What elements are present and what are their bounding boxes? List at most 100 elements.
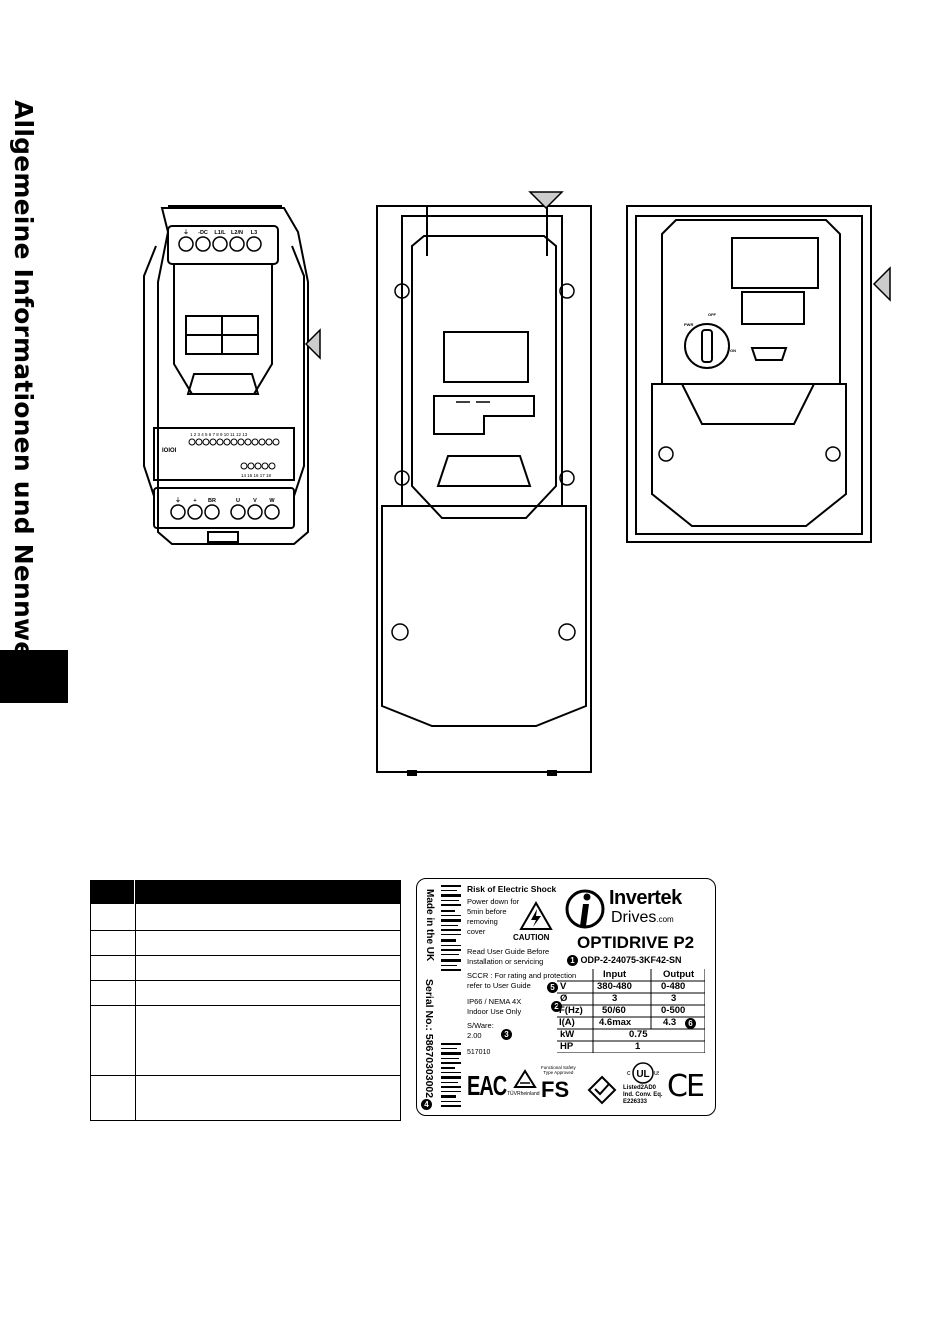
- fs-note-line: Type Approved: [543, 1070, 574, 1075]
- ul-line: Listed2AD0: [623, 1085, 657, 1091]
- legend-table-header: [90, 880, 401, 904]
- selector-on-label: ON: [730, 348, 736, 353]
- warning-title: Risk of Electric Shock: [467, 884, 557, 894]
- table-row: [90, 904, 401, 931]
- ul-text: Listed2AD0 Ind. Conv. Eq. E226333: [623, 1085, 663, 1106]
- control-terminal-numbers: 1 2 3 4 5 6 7 8 9 10 11 12 13: [190, 432, 248, 437]
- rating-row-label: I(A): [559, 1017, 575, 1028]
- rating-row-label: kW: [560, 1029, 575, 1040]
- drive-ip20-illustration: IOIOI 1 2 3 4 5 6 7 8 9 10 11 12 13 14 1…: [143, 205, 321, 545]
- chapter-tab-marker: [0, 650, 68, 703]
- marker-2: 2: [551, 1001, 562, 1012]
- rating-cell: 0-480: [661, 981, 686, 992]
- table-row: [90, 1075, 401, 1121]
- read-guide-text: Read User Guide Before Installation or s…: [467, 947, 549, 967]
- rating-label: Made in the UK Serial No.: 58670303002 4…: [416, 878, 716, 1116]
- rating-cell: 0.75: [629, 1029, 648, 1040]
- eac-mark-icon: EAC: [467, 1071, 507, 1102]
- warning-line: cover: [467, 927, 486, 936]
- rcm-mark-icon: [587, 1075, 617, 1105]
- brand-sub: Drives.com: [611, 909, 674, 927]
- fs-mark-icon: FS: [541, 1077, 570, 1102]
- arrow-marker-icon: [528, 191, 564, 210]
- terminal-l1: L1/L: [214, 230, 226, 236]
- invertek-logo-icon: [565, 889, 605, 929]
- arrow-marker-icon: [872, 266, 891, 302]
- terminal-earth-bottom: ⏚: [175, 497, 181, 504]
- terminal-v: V: [253, 498, 257, 504]
- barcode-graphic: [441, 885, 461, 1107]
- marker-4: 4: [421, 1099, 432, 1110]
- ul-line: E226333: [623, 1099, 648, 1105]
- marker-1: 1: [567, 955, 578, 967]
- caution-text: CAUTION: [513, 933, 550, 942]
- table-row: [90, 980, 401, 1006]
- product-name: OPTIDRIVE P2: [577, 933, 695, 952]
- chapter-side-title: Allgemeine Informationen und Nennwerte: [6, 100, 46, 700]
- software-line: S/Ware:: [467, 1021, 494, 1030]
- ce-mark-icon: CE: [667, 1069, 705, 1104]
- rating-header-output: Output: [663, 969, 695, 980]
- rating-row-label: Ø: [560, 993, 568, 1004]
- terminal-l3: L3: [251, 230, 257, 236]
- rating-row-label: F(Hz): [559, 1005, 583, 1016]
- sccr-line: refer to User Guide: [467, 981, 531, 990]
- rating-table-grid: [557, 969, 705, 1053]
- terminal-plus: +: [193, 498, 196, 504]
- table-row: [90, 930, 401, 956]
- model-line: 1 ODP-2-24075-3KF42-SN: [567, 955, 682, 967]
- label-code: 517010: [467, 1049, 491, 1056]
- software-line: 2.00: [467, 1031, 482, 1040]
- rating-cell: 0-500: [661, 1005, 686, 1016]
- chapter-title-text: Allgemeine Informationen und Nennwerte: [9, 100, 38, 701]
- svg-text:UL: UL: [636, 1069, 649, 1080]
- ip-line: Indoor Use Only: [467, 1007, 522, 1016]
- arrow-marker-icon: [304, 328, 321, 360]
- ul-line: Ind. Conv. Eq.: [623, 1092, 663, 1098]
- comm-port-label: IOIOI: [162, 448, 177, 454]
- tuv-text: TÜVRheinland: [507, 1091, 540, 1097]
- warning-line: removing: [467, 917, 498, 926]
- marker-5: 5: [547, 982, 558, 993]
- rating-cell: 50/60: [602, 1005, 626, 1016]
- rating-row-label: HP: [560, 1041, 574, 1052]
- terminal-l2: L2/N: [231, 230, 243, 236]
- marker-6: 6: [685, 1018, 696, 1029]
- rating-row-label: V: [560, 981, 567, 992]
- rating-cell: 3: [612, 993, 618, 1004]
- brand-com: .com: [656, 915, 674, 924]
- rating-cell: 380-480: [597, 981, 632, 992]
- drive-switched-illustration: PWR OFF ON: [626, 205, 891, 543]
- terminal-br: BR: [208, 498, 216, 504]
- warning-lines: Power down for 5min before removing cove…: [467, 897, 519, 937]
- made-in-text: Made in the UK: [424, 889, 435, 962]
- drive-ip66-illustration: [376, 191, 592, 776]
- rating-cell: 3: [671, 993, 677, 1004]
- brand-name: Invertek: [609, 887, 682, 909]
- terminal-w: W: [269, 498, 275, 504]
- read-guide-line: Installation or servicing: [467, 957, 544, 966]
- fs-note: Functional Safety Type Approved: [541, 1065, 576, 1075]
- fs-note-line: Functional Safety: [541, 1065, 576, 1070]
- svg-text:us: us: [654, 1070, 659, 1077]
- legend-table: [90, 880, 401, 1121]
- ip-rating-text: IP66 / NEMA 4X Indoor Use Only: [467, 997, 521, 1017]
- read-guide-line: Read User Guide Before: [467, 947, 550, 956]
- rating-header-input: Input: [603, 969, 627, 980]
- rating-cell: 1: [635, 1041, 641, 1052]
- serial-number-text: Serial No.: 58670303002: [423, 979, 435, 1099]
- rating-cell: 4.6max: [599, 1017, 632, 1028]
- table-row: [90, 955, 401, 981]
- selector-pwr-label: PWR: [684, 322, 693, 327]
- table-row: [90, 1005, 401, 1076]
- marker-3: 3: [501, 1029, 512, 1040]
- software-text: S/Ware: 2.00: [467, 1021, 494, 1041]
- warning-line: Power down for: [467, 897, 520, 906]
- terminal-earth-top: ⏚: [183, 229, 189, 236]
- high-voltage-warning-icon: [519, 901, 553, 930]
- brand-drives: Drives: [611, 909, 657, 926]
- sccr-line: SCCR : For rating and protection: [467, 971, 577, 980]
- warning-line: 5min before: [467, 907, 507, 916]
- terminal-dc: -DC: [198, 230, 208, 236]
- rating-cell: 4.3: [663, 1017, 677, 1028]
